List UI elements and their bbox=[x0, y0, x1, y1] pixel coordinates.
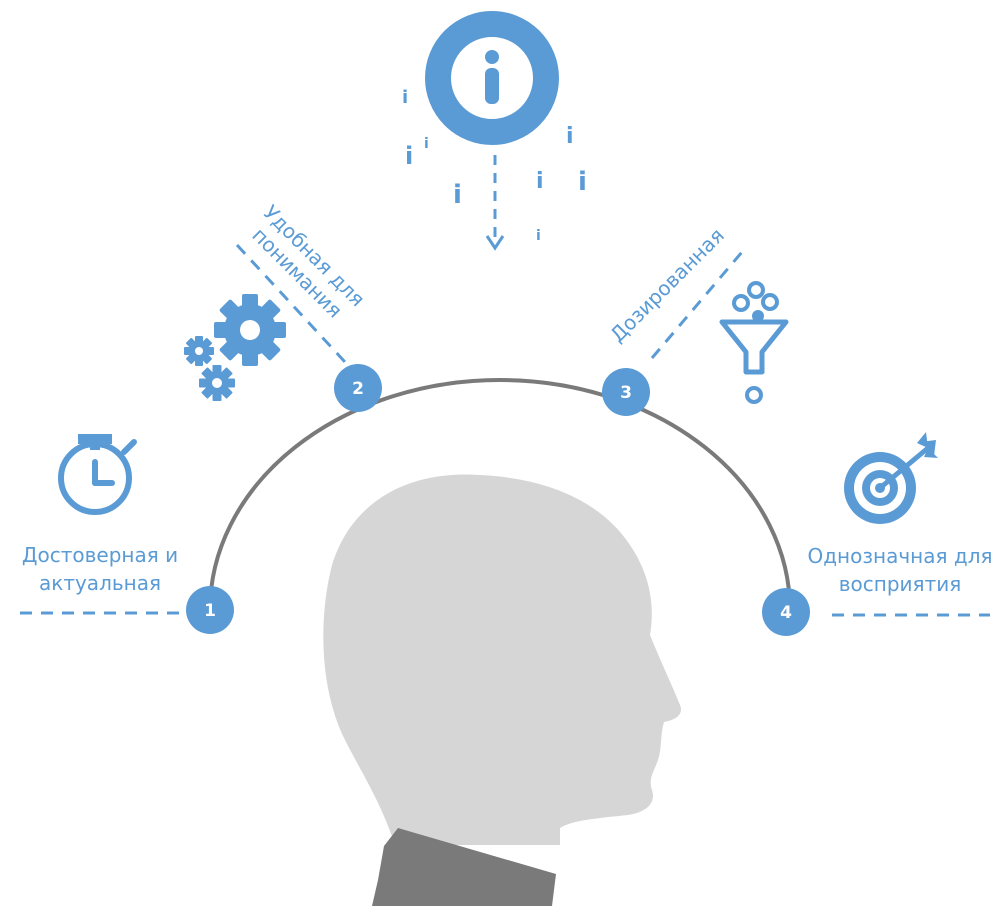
stopwatch-icon bbox=[58, 434, 137, 515]
arc-path bbox=[208, 378, 792, 611]
step-number-2: 2 bbox=[352, 379, 364, 399]
step-4-line-2: восприятия bbox=[839, 572, 962, 596]
step-1-line-1: Достоверная и bbox=[22, 543, 178, 567]
step-1-line-2: актуальная bbox=[39, 571, 161, 595]
step-label-1: Достоверная и актуальная bbox=[22, 543, 178, 595]
step-number-1: 1 bbox=[204, 601, 216, 621]
svg-text:i: i bbox=[578, 167, 587, 197]
head-shape bbox=[323, 474, 682, 845]
step-3-line-1: Дозированная bbox=[605, 223, 729, 347]
step-4-line-1: Однозначная для bbox=[807, 544, 992, 568]
svg-text:i: i bbox=[424, 136, 429, 152]
step-number-4: 4 bbox=[780, 603, 792, 623]
svg-text:i: i bbox=[405, 142, 413, 170]
falling-i-icons: i i i i i i i i bbox=[402, 87, 587, 244]
dashed-line-3 bbox=[650, 251, 744, 359]
head-silhouette bbox=[323, 474, 682, 906]
step-marker-4: 4 bbox=[762, 588, 810, 636]
svg-text:i: i bbox=[536, 228, 541, 244]
target-icon bbox=[844, 432, 938, 524]
step-marker-1: 1 bbox=[186, 586, 234, 634]
step-label-4: Однозначная для восприятия bbox=[807, 544, 992, 596]
info-circle-icon bbox=[425, 11, 559, 145]
collar-shape bbox=[372, 828, 556, 906]
step-marker-2: 2 bbox=[334, 364, 382, 412]
step-label-3: Дозированная bbox=[605, 223, 729, 347]
info-arrow-icon bbox=[485, 155, 505, 251]
step-marker-3: 3 bbox=[602, 368, 650, 416]
svg-text:i: i bbox=[536, 169, 544, 194]
gears-icon bbox=[184, 294, 286, 401]
dashed-line-2 bbox=[235, 243, 347, 364]
svg-text:i: i bbox=[566, 124, 574, 149]
svg-text:i: i bbox=[453, 180, 462, 210]
svg-text:i: i bbox=[402, 87, 408, 108]
funnel-icon bbox=[719, 281, 789, 404]
step-number-3: 3 bbox=[620, 383, 632, 403]
